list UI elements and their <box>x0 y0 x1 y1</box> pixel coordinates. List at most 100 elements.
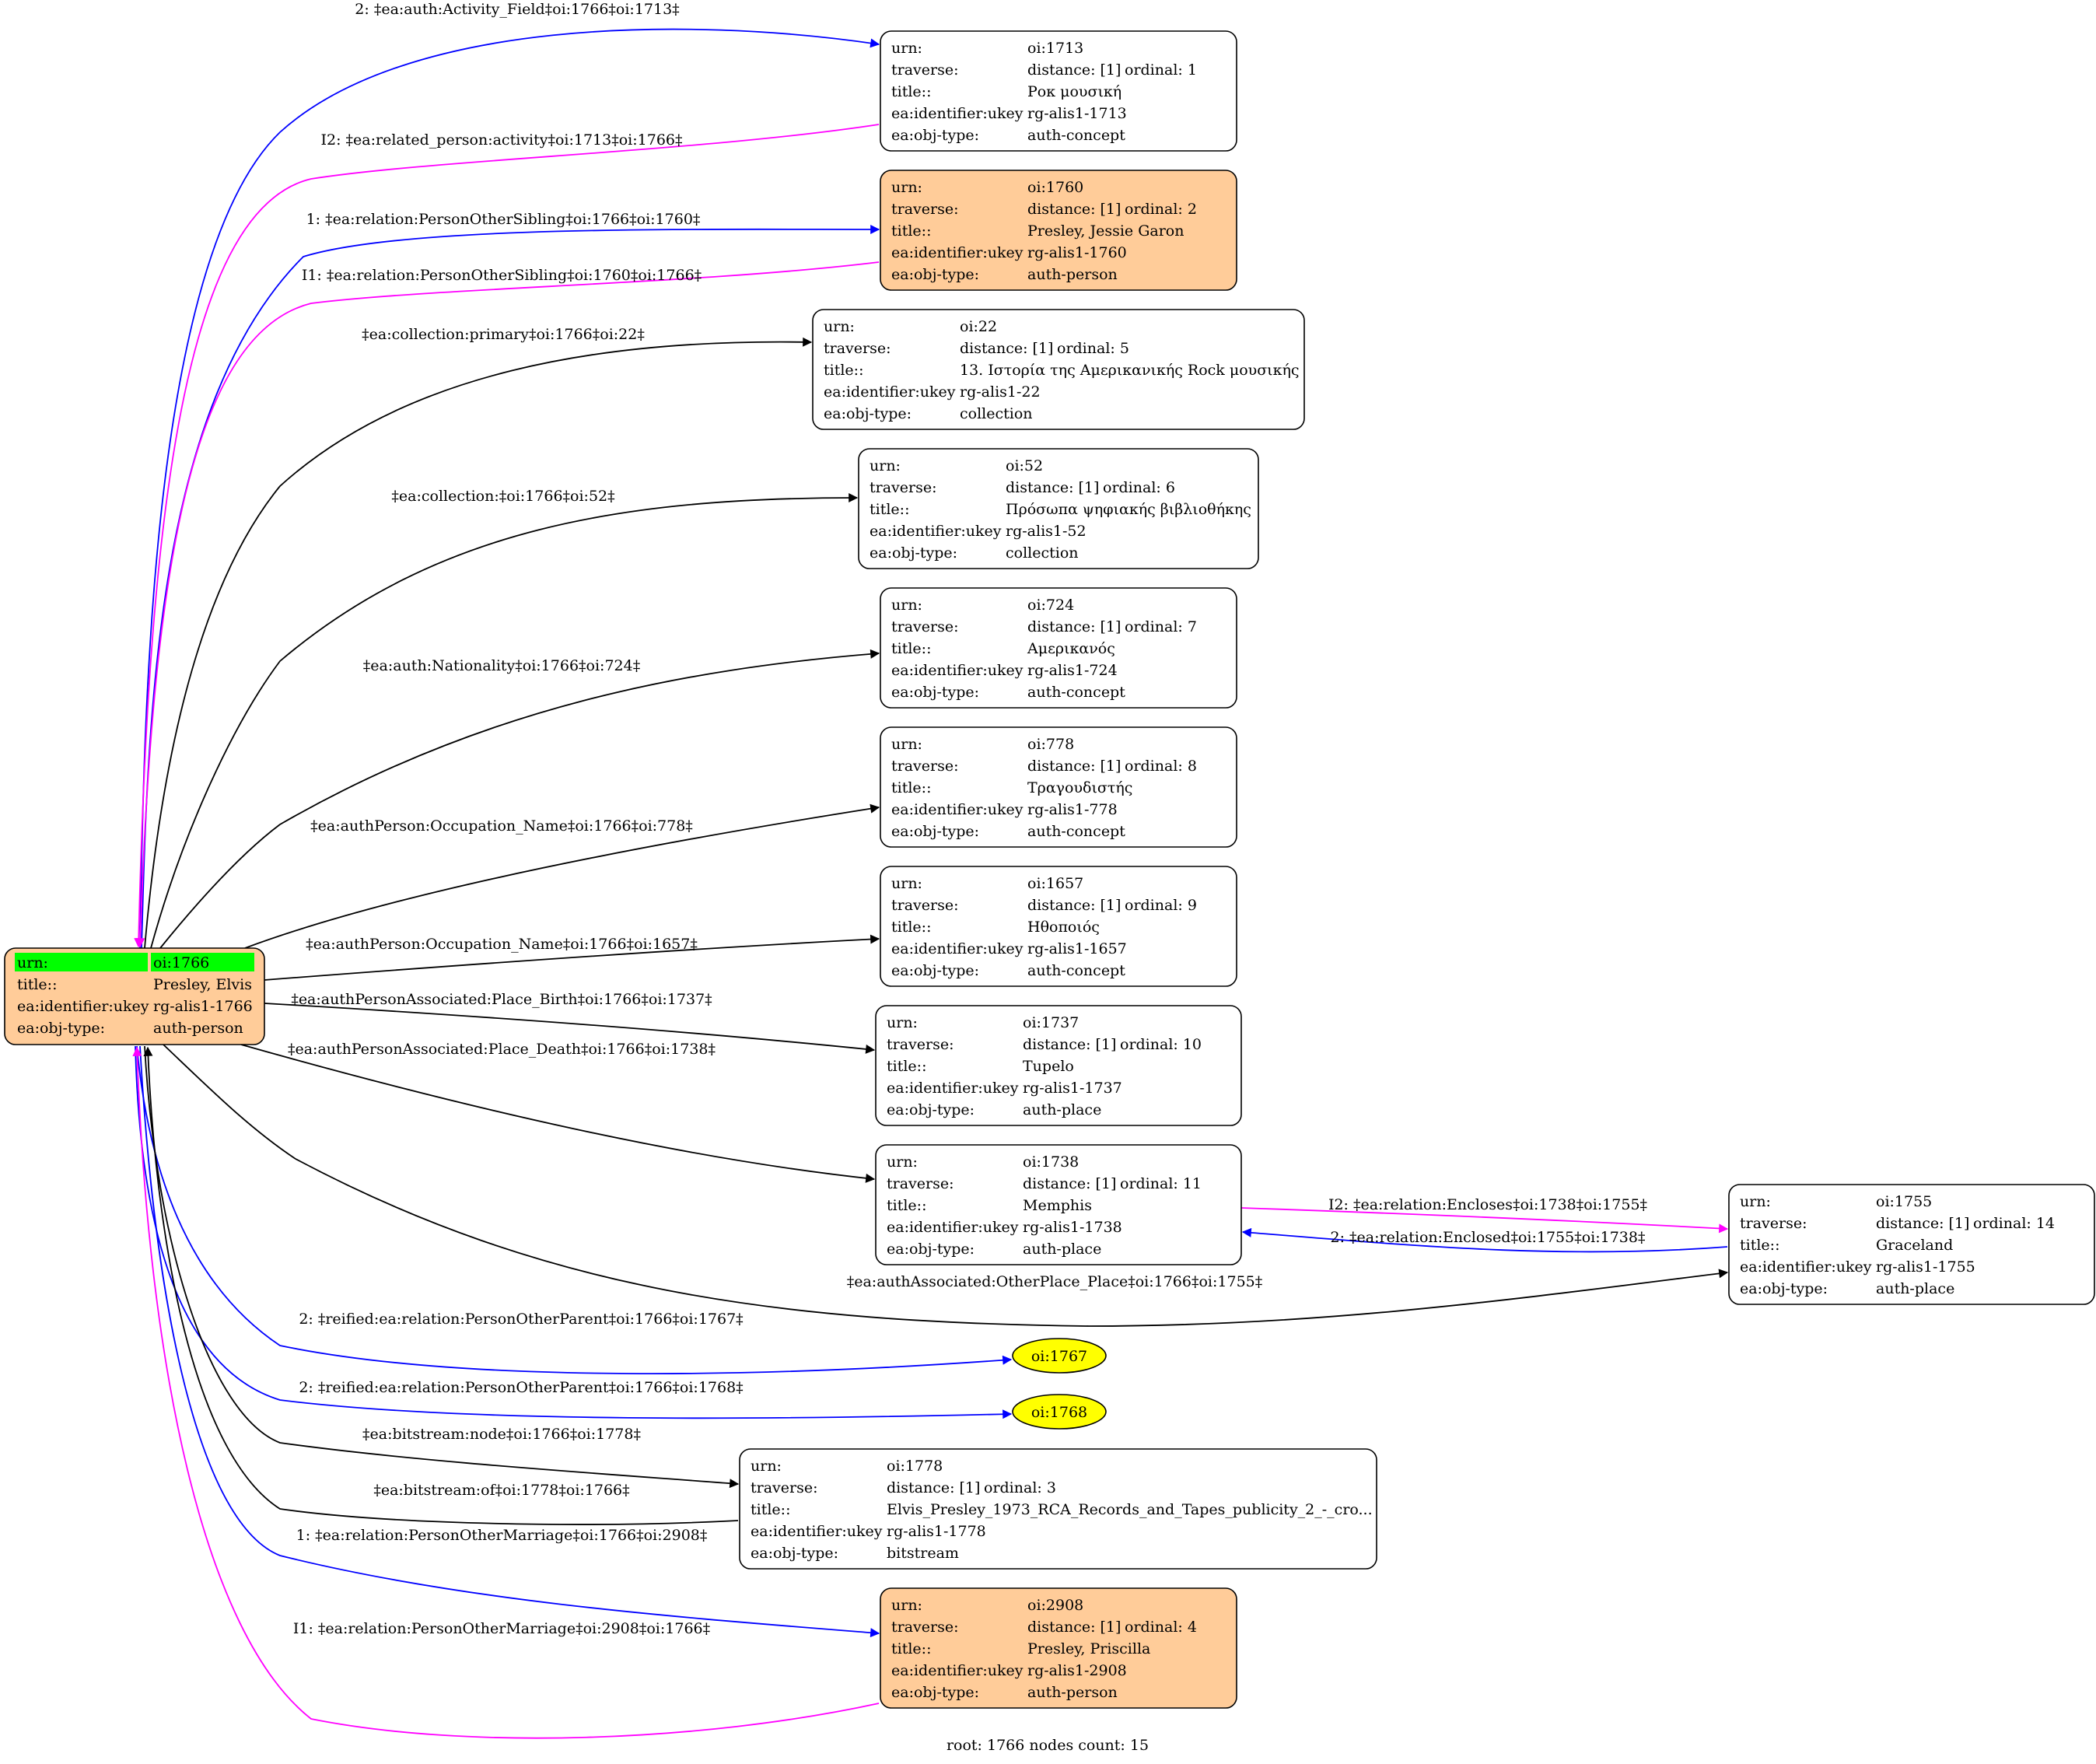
edge-ed6[interactable] <box>150 493 859 949</box>
row-key-ukey: ea:identifier:ukey <box>1740 1258 1872 1276</box>
ellipse-node-oi-1768[interactable]: oi:1768 <box>1012 1394 1107 1430</box>
row-key-urn: urn: <box>891 597 922 614</box>
edge-ed17[interactable] <box>144 1045 740 1489</box>
row-value-ukey: rg-alis1-724 <box>1027 662 1118 679</box>
edge-ed2[interactable] <box>134 124 880 948</box>
row-key-ukey: ea:identifier:ukey <box>824 383 956 401</box>
row-value-type: collection <box>960 405 1033 422</box>
row-value-urn: oi:52 <box>1006 457 1043 474</box>
row-key-urn: urn: <box>891 179 922 196</box>
row-value-ukey: rg-alis1-1737 <box>1023 1080 1122 1097</box>
row-value-title: Memphis <box>1023 1197 1092 1214</box>
edge-ed9[interactable] <box>264 934 880 981</box>
edge-ed3[interactable] <box>141 224 880 949</box>
row-key-traverse: traverse: <box>887 1036 954 1053</box>
row-value-ukey: rg-alis1-1755 <box>1876 1258 1975 1276</box>
row-value-ukey: rg-alis1-52 <box>1006 523 1086 540</box>
row-value-title: Presley, Jessie Garon <box>1027 222 1184 240</box>
row-key-type: ea:obj-type: <box>891 1684 979 1701</box>
row-value-urn: oi:22 <box>960 318 997 335</box>
row-value-traverse: distance: [1] <box>1027 61 1121 79</box>
root-row-key: ea:identifier:ukey <box>17 998 149 1015</box>
edge-label-ed14: ‡ea:authAssociated:OtherPlace_Place‡oi:1… <box>847 1273 1263 1290</box>
ellipse-node-oi-1767[interactable]: oi:1767 <box>1012 1338 1107 1374</box>
edge-ed5[interactable] <box>144 337 813 949</box>
row-key-title: title:: <box>891 83 931 100</box>
row-ordinal: ordinal: 14 <box>1973 1215 2055 1232</box>
row-value-urn: oi:778 <box>1027 736 1074 753</box>
row-value-title: Tupelo <box>1023 1058 1074 1075</box>
row-key-title: title:: <box>824 362 863 379</box>
row-value-traverse: distance: [1] <box>1027 201 1121 218</box>
row-key-traverse: traverse: <box>870 479 937 496</box>
row-key-traverse: traverse: <box>891 897 959 914</box>
row-key-traverse: traverse: <box>891 1619 959 1636</box>
row-value-ukey: rg-alis1-1778 <box>887 1523 986 1540</box>
edge-ed4[interactable] <box>135 261 880 948</box>
row-value-title: Graceland <box>1876 1237 1953 1254</box>
row-key-urn: urn: <box>891 736 922 753</box>
row-key-type: ea:obj-type: <box>891 684 979 701</box>
edge-label-ed15: 2: ‡reified:ea:relation:PersonOtherParen… <box>299 1311 743 1328</box>
row-key-urn: urn: <box>891 40 922 57</box>
row-value-title: Αμερικανός <box>1027 640 1115 657</box>
row-value-traverse: distance: [1] <box>887 1479 980 1496</box>
edge-ed19[interactable] <box>139 1045 880 1638</box>
row-value-type: auth-person <box>1027 266 1118 283</box>
row-key-traverse: traverse: <box>891 201 959 218</box>
row-value-type: auth-place <box>1023 1101 1101 1118</box>
edge-ed11[interactable] <box>240 1044 876 1183</box>
row-value-ukey: rg-alis1-1738 <box>1023 1219 1122 1236</box>
ellipse-node-label: oi:1768 <box>1031 1404 1087 1421</box>
row-key-traverse: traverse: <box>887 1175 954 1192</box>
edge-ed7[interactable] <box>159 649 880 949</box>
row-ordinal: ordinal: 5 <box>1057 340 1129 357</box>
row-ordinal: ordinal: 3 <box>984 1479 1056 1496</box>
edge-ed13[interactable] <box>1241 1227 1728 1253</box>
row-ordinal: ordinal: 9 <box>1125 897 1197 914</box>
row-key-title: title:: <box>891 919 931 936</box>
edge-ed1[interactable] <box>139 28 880 949</box>
row-key-ukey: ea:identifier:ukey <box>887 1219 1019 1236</box>
edge-label-ed7: ‡ea:auth:Nationality‡oi:1766‡oi:724‡ <box>363 657 640 674</box>
edge-label-ed8: ‡ea:authPerson:Occupation_Name‡oi:1766‡o… <box>310 817 693 835</box>
edge-label-ed13: 2: ‡ea:relation:Enclosed‡oi:1755‡oi:1738… <box>1331 1229 1646 1246</box>
row-key-type: ea:obj-type: <box>887 1101 975 1118</box>
ellipse-node-label: oi:1767 <box>1031 1348 1087 1365</box>
edge-ed18[interactable] <box>143 1046 739 1525</box>
row-value-traverse: distance: [1] <box>1027 897 1121 914</box>
row-value-title: 13. Ιστορία της Αμερικανικής Rock μουσικ… <box>960 362 1300 379</box>
edge-ed12[interactable] <box>1240 1207 1729 1234</box>
row-value-urn: oi:1738 <box>1023 1153 1079 1171</box>
row-key-ukey: ea:identifier:ukey <box>891 1662 1024 1679</box>
row-value-title: Presley, Priscilla <box>1027 1640 1150 1657</box>
row-value-type: auth-place <box>1876 1280 1954 1297</box>
edge-ed8[interactable] <box>244 803 880 949</box>
row-key-urn: urn: <box>870 457 901 474</box>
row-value-urn: oi:2908 <box>1027 1597 1083 1614</box>
row-value-type: auth-concept <box>1027 127 1125 144</box>
edge-ed14[interactable] <box>163 1044 1729 1327</box>
row-key-ukey: ea:identifier:ukey <box>891 244 1024 261</box>
edge-ed15[interactable] <box>136 1045 1013 1374</box>
row-key-type: ea:obj-type: <box>891 962 979 979</box>
edge-ed10[interactable] <box>264 1003 876 1054</box>
row-value-type: bitstream <box>887 1545 959 1562</box>
row-value-urn: oi:1657 <box>1027 875 1083 892</box>
edge-ed20[interactable] <box>132 1046 880 1739</box>
